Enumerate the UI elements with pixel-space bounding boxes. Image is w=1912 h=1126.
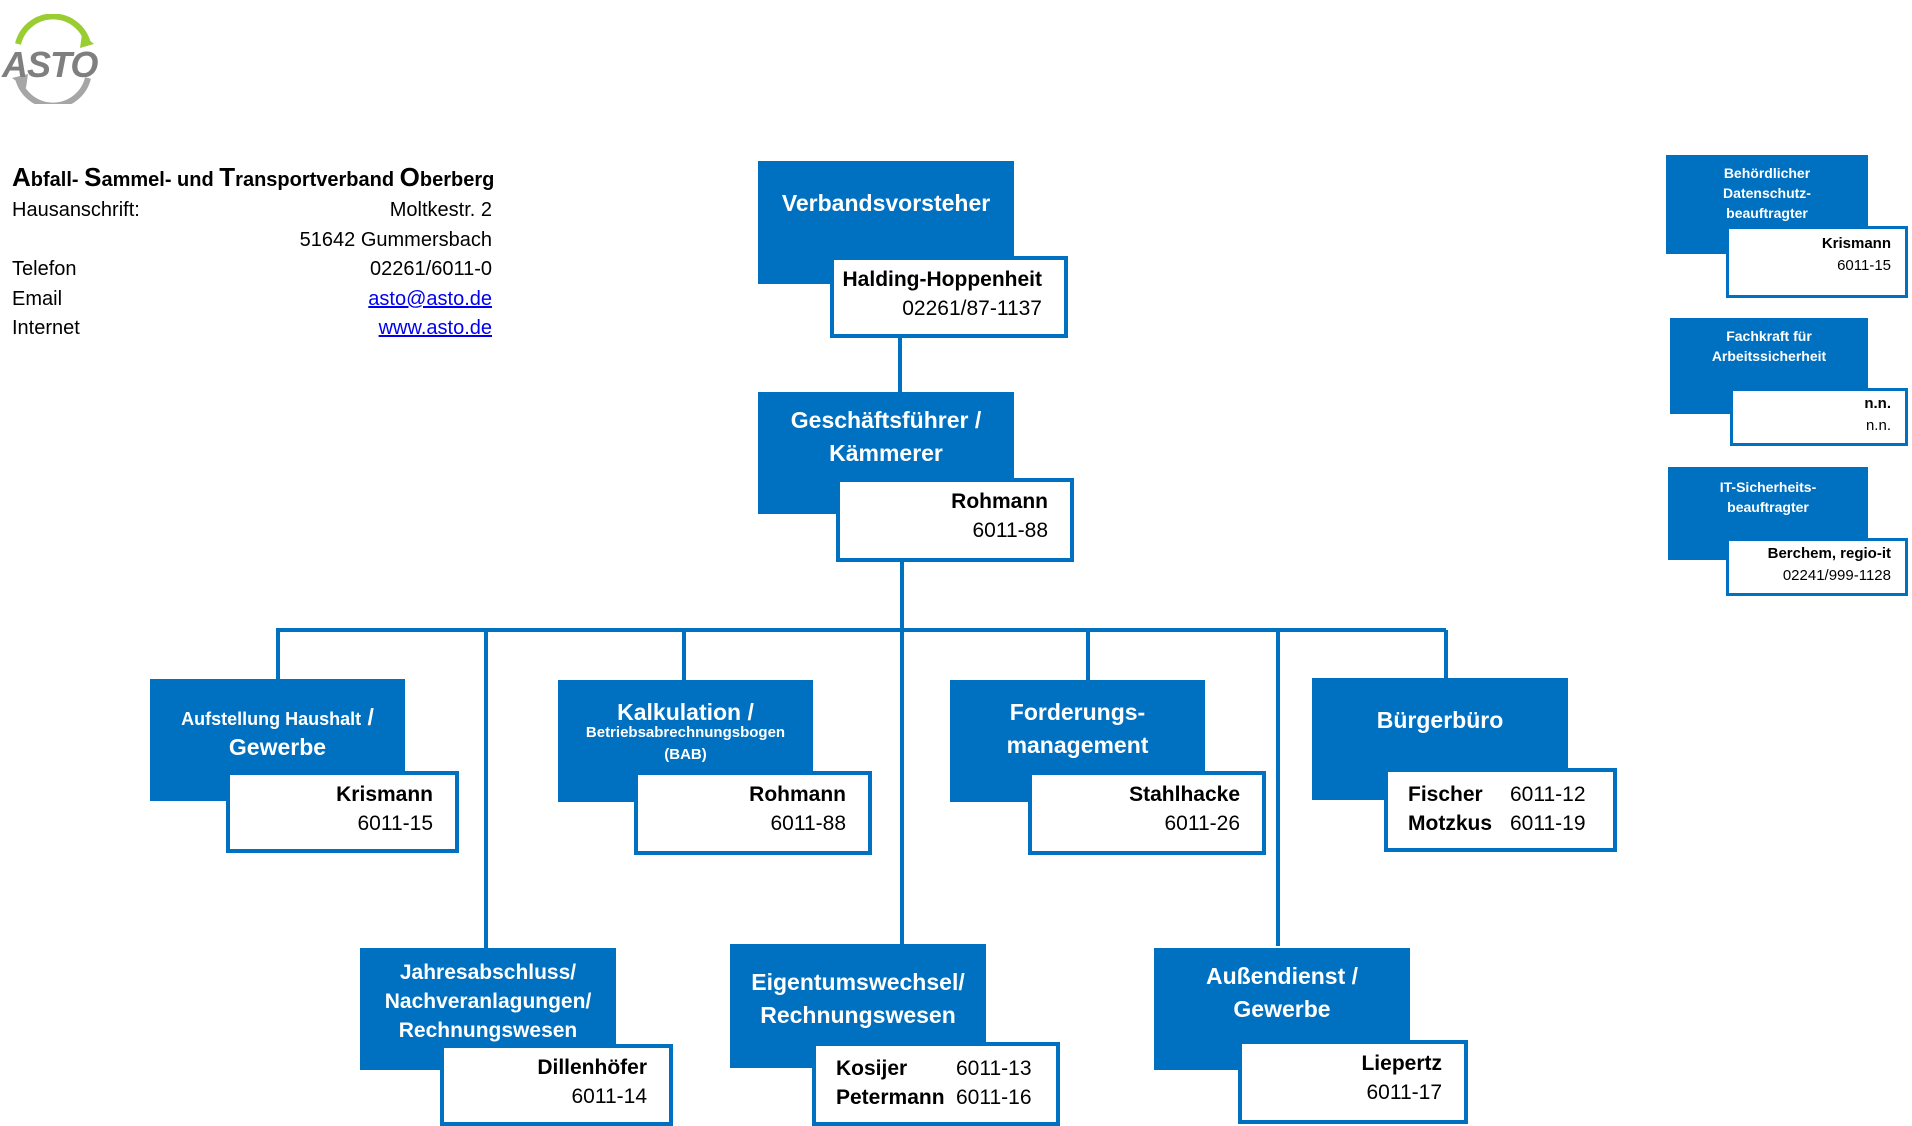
side-contact-box: Krismann 6011-15 [1726,226,1908,298]
node-contact-box: Liepertz 6011-17 [1238,1040,1468,1124]
side-contact-box: Berchem, regio-it 02241/999-1128 [1726,538,1908,596]
email-row: Email asto@asto.de [12,285,492,314]
asto-logo: ASTO [0,13,100,109]
node-title-box: Eigentumswechsel/ Rechnungswesen [730,944,986,1068]
city-row: 51642 Gummersbach [299,229,492,251]
logo-text: ASTO [2,44,98,85]
node-contact-box: Stahlhacke 6011-26 [1028,771,1266,855]
phone-row: Telefon 02261/6011-0 [12,258,492,280]
email-link[interactable]: asto@asto.de [368,288,492,310]
node-contact-box: Rohmann 6011-88 [836,478,1074,562]
address-row: Hausanschrift: Moltkestr. 2 [12,199,492,221]
node-contact-box: Krismann 6011-15 [226,771,459,853]
side-contact-box: n.n. n.n. [1730,388,1908,446]
node-contact-box: Rohmann 6011-88 [634,771,872,855]
node-contact-box: Dillenhöfer 6011-14 [440,1044,673,1126]
internet-row: Internet www.asto.de [12,314,492,343]
org-title: Abfall- Sammel- und Transportverband Obe… [12,162,495,192]
internet-link[interactable]: www.asto.de [378,317,492,339]
node-contact-box: Halding-Hoppenheit 02261/87-1137 [830,256,1068,338]
